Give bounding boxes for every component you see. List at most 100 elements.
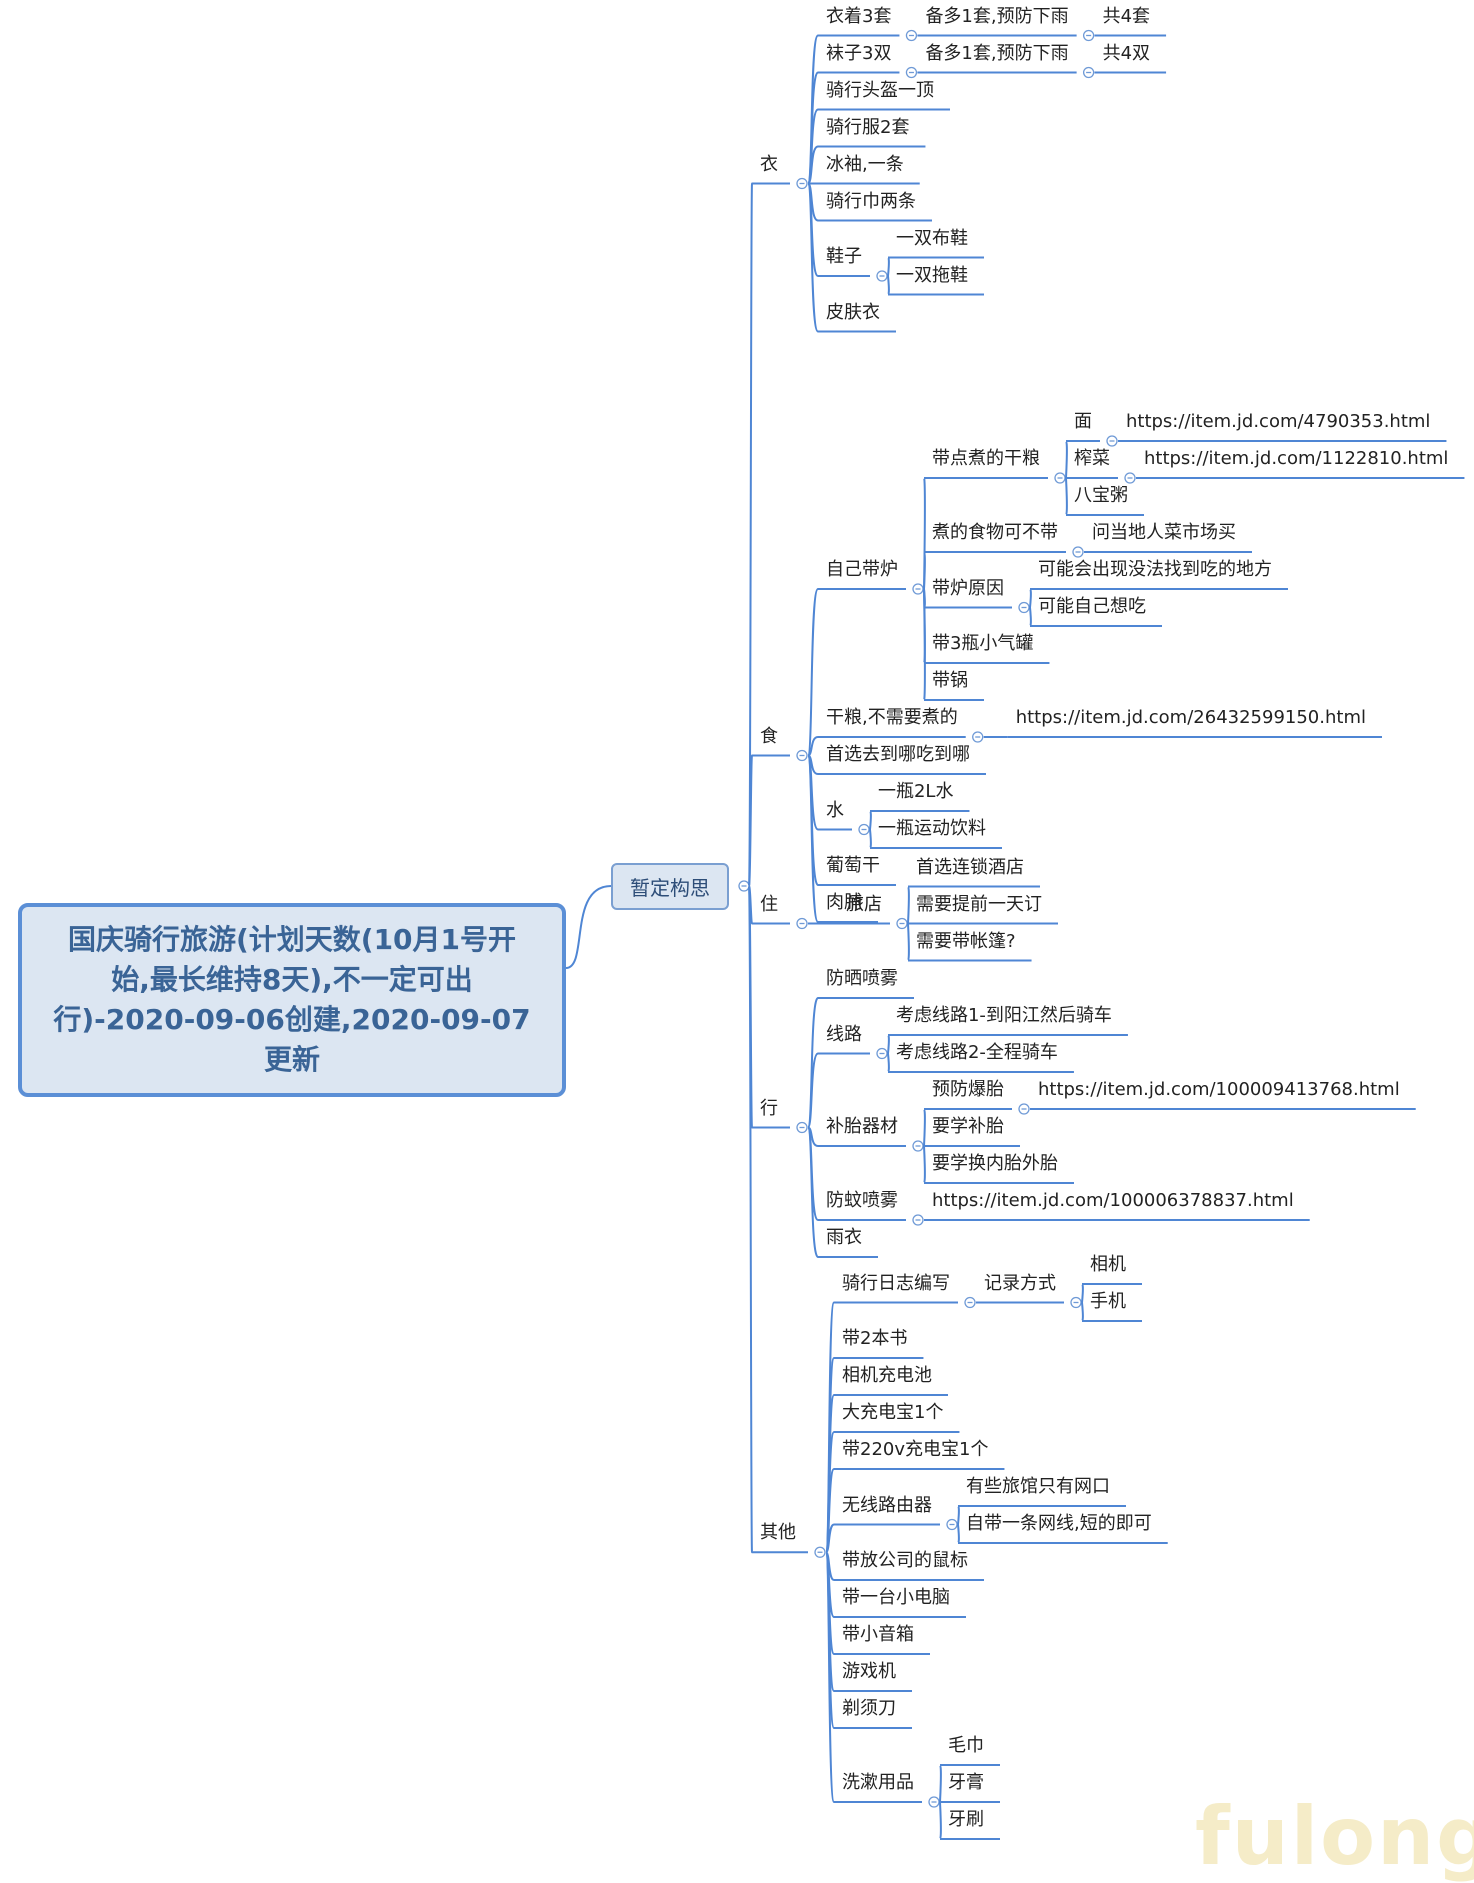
- node-4[interactable]: 问当地人菜市场买: [1091, 522, 1236, 543]
- collapse-icon[interactable]: [896, 917, 908, 930]
- node-2[interactable]: 雨衣: [826, 1227, 862, 1248]
- node-3[interactable]: 需要带帐篷?: [915, 930, 1016, 952]
- collapse-icon[interactable]: [796, 749, 808, 762]
- node-4[interactable]: 榨菜: [1073, 448, 1110, 469]
- node-2[interactable]: 洗漱用品: [842, 1772, 914, 1793]
- collapse-icon[interactable]: [814, 1546, 826, 1558]
- node-2[interactable]: 带放公司的鼠标: [842, 1550, 968, 1571]
- node-3[interactable]: 预防爆胎: [931, 1079, 1004, 1100]
- collapse-icon[interactable]: [964, 1296, 976, 1309]
- collapse-icon[interactable]: [738, 880, 750, 892]
- collapse-icon[interactable]: [946, 1518, 958, 1531]
- collapse-icon[interactable]: [796, 177, 808, 190]
- node-3[interactable]: 一双拖鞋: [895, 264, 968, 286]
- node-3[interactable]: 首选连锁酒店: [915, 856, 1024, 878]
- node-4[interactable]: 共4双: [1102, 42, 1151, 64]
- collapse-icon[interactable]: [912, 1140, 924, 1152]
- node-2[interactable]: 无线路由器: [842, 1494, 932, 1516]
- node-4[interactable]: 八宝粥: [1073, 485, 1128, 506]
- node-4[interactable]: 可能自己想吃: [1037, 596, 1146, 617]
- node-3[interactable]: 有些旅馆只有网口: [965, 1476, 1110, 1497]
- collapse-icon[interactable]: [858, 823, 870, 836]
- node-4[interactable]: 面: [1073, 411, 1092, 432]
- node-2[interactable]: 带一台小电脑: [842, 1587, 950, 1608]
- branch-1[interactable]: 食: [760, 725, 778, 747]
- collapse-icon[interactable]: [905, 66, 918, 79]
- collapse-icon[interactable]: [972, 731, 984, 743]
- node-3[interactable]: 备多1套,预防下雨: [925, 5, 1069, 27]
- node-3[interactable]: 一瓶2L水: [877, 781, 954, 802]
- node-2[interactable]: 肉脯: [826, 892, 862, 913]
- node-3[interactable]: 考虑线路1-到阳江然后骑车: [895, 1005, 1112, 1026]
- collapse-icon[interactable]: [928, 1796, 940, 1808]
- node-3[interactable]: 考虑线路2-全程骑车: [895, 1042, 1058, 1063]
- node-3[interactable]: 需要提前一天订: [915, 893, 1042, 915]
- node-2[interactable]: 自己带炉: [826, 559, 898, 580]
- collapse-icon[interactable]: [912, 1214, 924, 1226]
- collapse-icon[interactable]: [796, 917, 808, 930]
- node-4[interactable]: 共4套: [1102, 5, 1151, 27]
- node-2[interactable]: 鞋子: [826, 246, 862, 267]
- node-2[interactable]: 衣着3套: [826, 5, 892, 27]
- node-4[interactable]: 可能会出现没法找到吃的地方: [1037, 559, 1272, 580]
- node-5[interactable]: https://item.jd.com/4790353.html: [1125, 411, 1431, 432]
- node-3[interactable]: 要学换内胎外胎: [931, 1153, 1058, 1174]
- node-2[interactable]: 水: [826, 799, 844, 821]
- collapse-icon[interactable]: [1054, 472, 1066, 484]
- node-2[interactable]: 葡萄干: [826, 855, 880, 876]
- node-2[interactable]: 旅店: [846, 893, 882, 915]
- collapse-icon[interactable]: [876, 270, 888, 282]
- node-2[interactable]: 骑行日志编写: [842, 1272, 950, 1294]
- node-3[interactable]: 一双布鞋: [895, 227, 968, 249]
- branch-2[interactable]: 住: [760, 893, 778, 915]
- collapse-icon[interactable]: [912, 583, 924, 595]
- collapse-icon[interactable]: [1018, 1103, 1030, 1115]
- node-3[interactable]: 带3瓶小气罐: [931, 633, 1034, 654]
- collapse-icon[interactable]: [1072, 546, 1084, 558]
- node-3[interactable]: 带锅: [931, 670, 968, 691]
- collapse-icon[interactable]: [1070, 1296, 1082, 1309]
- node-3[interactable]: 毛巾: [947, 1735, 984, 1756]
- node-3[interactable]: https://item.jd.com/26432599150.html: [1015, 707, 1366, 728]
- node-2[interactable]: 首选去到哪吃到哪: [826, 744, 970, 765]
- branch-3[interactable]: 行: [760, 1097, 778, 1119]
- node-2[interactable]: 带小音箱: [842, 1624, 914, 1645]
- node-2[interactable]: 骑行头盔一顶: [826, 79, 934, 101]
- collapse-icon[interactable]: [796, 1121, 808, 1134]
- node-2[interactable]: 防晒喷雾: [826, 968, 898, 989]
- node-2[interactable]: 线路: [826, 1023, 862, 1045]
- node-4[interactable]: 相机: [1089, 1254, 1126, 1275]
- node-2[interactable]: 骑行巾两条: [826, 190, 916, 212]
- node-3[interactable]: 牙膏: [947, 1772, 984, 1793]
- node-3[interactable]: https://item.jd.com/100006378837.html: [931, 1190, 1294, 1211]
- node-2[interactable]: 相机充电池: [842, 1365, 932, 1386]
- node-2[interactable]: 补胎器材: [826, 1116, 898, 1137]
- node-2[interactable]: 骑行服2套: [826, 116, 910, 138]
- node-2[interactable]: 防蚊喷雾: [826, 1190, 898, 1211]
- collapse-icon[interactable]: [1124, 472, 1136, 484]
- node-3[interactable]: 牙刷: [947, 1809, 984, 1830]
- node-3[interactable]: 煮的食物可不带: [931, 522, 1058, 543]
- node-5[interactable]: https://item.jd.com/1122810.html: [1143, 448, 1449, 469]
- node-4[interactable]: https://item.jd.com/100009413768.html: [1037, 1079, 1400, 1100]
- node-2[interactable]: 剃须刀: [842, 1698, 896, 1719]
- main-topic[interactable]: 暂定构思: [611, 863, 729, 910]
- node-2[interactable]: 皮肤衣: [826, 301, 880, 323]
- root-topic[interactable]: 国庆骑行旅游(计划天数(10月1号开始,最长维持8天),不一定可出行)-2020…: [18, 903, 566, 1097]
- collapse-icon[interactable]: [876, 1047, 888, 1060]
- node-2[interactable]: 游戏机: [842, 1661, 896, 1682]
- collapse-icon[interactable]: [1082, 66, 1095, 79]
- collapse-icon[interactable]: [1018, 601, 1030, 614]
- collapse-icon[interactable]: [1106, 435, 1118, 447]
- node-2[interactable]: 袜子3双: [826, 42, 892, 64]
- node-3[interactable]: 一瓶运动饮料: [877, 818, 986, 839]
- node-2[interactable]: 冰袖,一条: [826, 153, 904, 175]
- collapse-icon[interactable]: [905, 29, 918, 42]
- collapse-icon[interactable]: [1082, 29, 1095, 42]
- node-3[interactable]: 带点煮的干粮: [931, 448, 1040, 469]
- node-2[interactable]: 干粮,不需要煮的: [826, 707, 958, 728]
- node-3[interactable]: 备多1套,预防下雨: [925, 42, 1069, 64]
- node-2[interactable]: 带220v充电宝1个: [842, 1439, 989, 1460]
- node-2[interactable]: 带2本书: [842, 1328, 908, 1349]
- node-2[interactable]: 大充电宝1个: [842, 1402, 944, 1423]
